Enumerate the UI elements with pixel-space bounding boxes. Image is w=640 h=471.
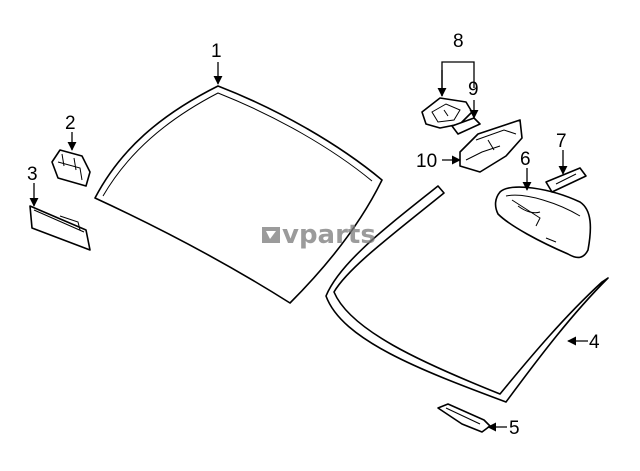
- leader-lines: [29, 61, 588, 432]
- callout-1: 1: [211, 41, 222, 62]
- callout-6: 6: [520, 149, 531, 170]
- callout-5: 5: [509, 418, 520, 439]
- watermark-text: vparts: [282, 220, 376, 250]
- callout-2: 2: [65, 113, 76, 134]
- callout-10: 10: [416, 151, 437, 172]
- callout-8: 8: [453, 31, 464, 52]
- sensor-mount-icon: [459, 119, 523, 173]
- callout-labels: 1 2 3 4 5 6 7 8 9 10: [27, 31, 600, 439]
- sensor-bracket-icon: [421, 97, 473, 129]
- callout-7: 7: [556, 131, 567, 152]
- rear-view-mirror-icon: [494, 186, 592, 259]
- callout-4: 4: [589, 332, 600, 353]
- windshield-glass-icon: [94, 85, 383, 304]
- retainer-icon: [437, 403, 491, 433]
- callout-9: 9: [468, 79, 479, 100]
- adhesive-pad-icon: [451, 117, 481, 135]
- logo-mark-icon: [262, 227, 280, 243]
- spacer-strip-icon: [29, 205, 91, 251]
- windshield-molding-icon: [325, 185, 609, 403]
- watermark-logo: vparts: [262, 220, 376, 250]
- callout-3: 3: [27, 164, 38, 185]
- clip-icon: [51, 149, 91, 187]
- mirror-cover-icon: [545, 167, 587, 193]
